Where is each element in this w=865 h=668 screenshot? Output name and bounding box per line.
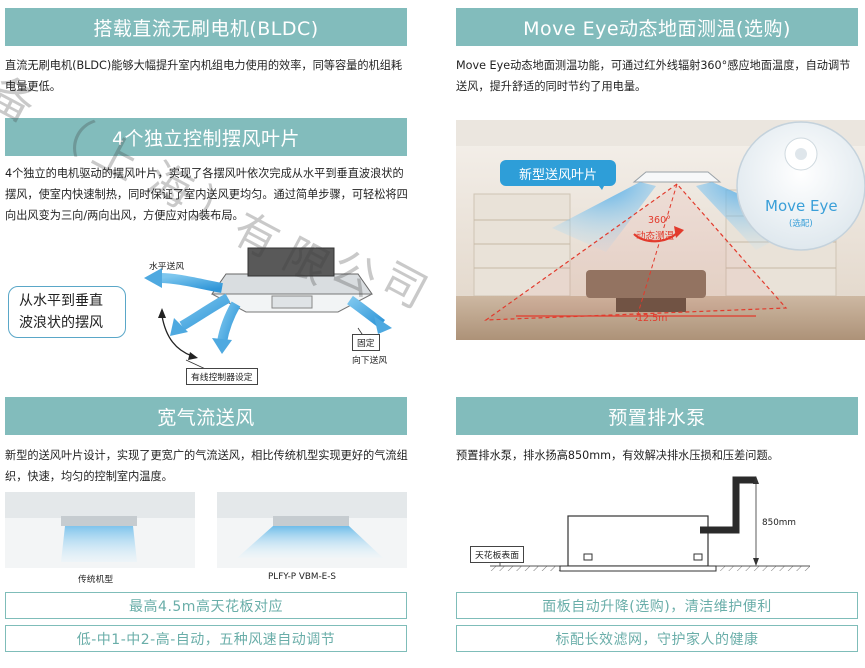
airflow-header: 宽气流送风 bbox=[5, 397, 407, 435]
fixed-label: 固定 bbox=[352, 334, 380, 351]
swing-callout: 从水平到垂直波浪状的摆风 bbox=[8, 286, 126, 338]
distance-label: 12.5m bbox=[637, 313, 668, 324]
airflow-comparison-illustration bbox=[5, 492, 407, 568]
pump-header: 预置排水泵 bbox=[456, 397, 858, 435]
dynamic-measure-label: 动态测温 bbox=[636, 231, 675, 242]
ceiling-surface-label: 天花板表面 bbox=[470, 546, 524, 563]
ceiling-height-banner: 最高4.5m高天花板对应 bbox=[5, 592, 407, 619]
swing-vane-illustration bbox=[144, 247, 392, 373]
move-eye-room-scene bbox=[456, 120, 865, 340]
horizontal-airflow-label: 水平送风 bbox=[149, 262, 185, 272]
new-model-label: PLFY-P VBM-E-S bbox=[268, 572, 337, 582]
new-vane-tag: 新型送风叶片 bbox=[500, 160, 616, 186]
pump-title: 预置排水泵 bbox=[608, 406, 706, 429]
drain-height-label: 850mm bbox=[762, 518, 796, 528]
panel-lift-text: 面板自动升降(选购)，清洁维护便利 bbox=[542, 598, 772, 615]
fan-speed-text: 低-中1-中2-高-自动，五种风速自动调节 bbox=[76, 631, 336, 648]
move-eye-header: Move Eye动态地面测温(选购) bbox=[456, 8, 858, 46]
drain-pump-diagram bbox=[490, 476, 810, 572]
fan-speed-banner: 低-中1-中2-高-自动，五种风速自动调节 bbox=[5, 625, 407, 652]
new-vane-tag-text: 新型送风叶片 bbox=[518, 167, 597, 183]
pump-description: 预置排水泵，排水扬高850mm，有效解决排水压损和压差问题。 bbox=[456, 449, 779, 462]
panel-lift-banner: 面板自动升降(选购)，清洁维护便利 bbox=[456, 592, 858, 619]
ceiling-height-text: 最高4.5m高天花板对应 bbox=[129, 598, 283, 615]
angle-360-label: 360° bbox=[648, 215, 671, 226]
traditional-model-label: 传统机型 bbox=[78, 575, 114, 585]
bldc-title: 搭载直流无刷电机(BLDC) bbox=[93, 17, 319, 40]
move-eye-sensor-option: (选配) bbox=[789, 219, 813, 229]
move-eye-title: Move Eye动态地面测温(选购) bbox=[523, 17, 791, 40]
airflow-title: 宽气流送风 bbox=[157, 406, 255, 429]
vanes-title: 4个独立控制摆风叶片 bbox=[111, 127, 301, 150]
wired-controller-label: 有线控制器设定 bbox=[186, 368, 258, 385]
airflow-description: 新型的送风叶片设计，实现了更宽广的气流送风，相比传统机型实现更好的气流组织，快速… bbox=[5, 449, 408, 483]
swing-callout-text: 从水平到垂直波浪状的摆风 bbox=[19, 293, 103, 331]
move-eye-sensor-name: Move Eye bbox=[765, 197, 838, 215]
bldc-header: 搭载直流无刷电机(BLDC) bbox=[5, 8, 407, 46]
filter-text: 标配长效滤网，守护家人的健康 bbox=[555, 631, 759, 648]
bldc-description: 直流无刷电机(BLDC)能够大幅提升室内机组电力使用的效率，同等容量的机组耗电量… bbox=[5, 59, 403, 93]
vanes-header: 4个独立控制摆风叶片 bbox=[5, 118, 407, 156]
vanes-description: 4个独立的电机驱动的摆风叶片，实现了各摆风叶依次完成从水平到垂直波浪状的摆风，使… bbox=[5, 167, 408, 222]
filter-banner: 标配长效滤网，守护家人的健康 bbox=[456, 625, 858, 652]
downward-airflow-label: 向下送风 bbox=[352, 356, 388, 366]
move-eye-description: Move Eye动态地面测温功能，可通过红外线辐射360°感应地面温度，自动调节… bbox=[456, 59, 851, 93]
